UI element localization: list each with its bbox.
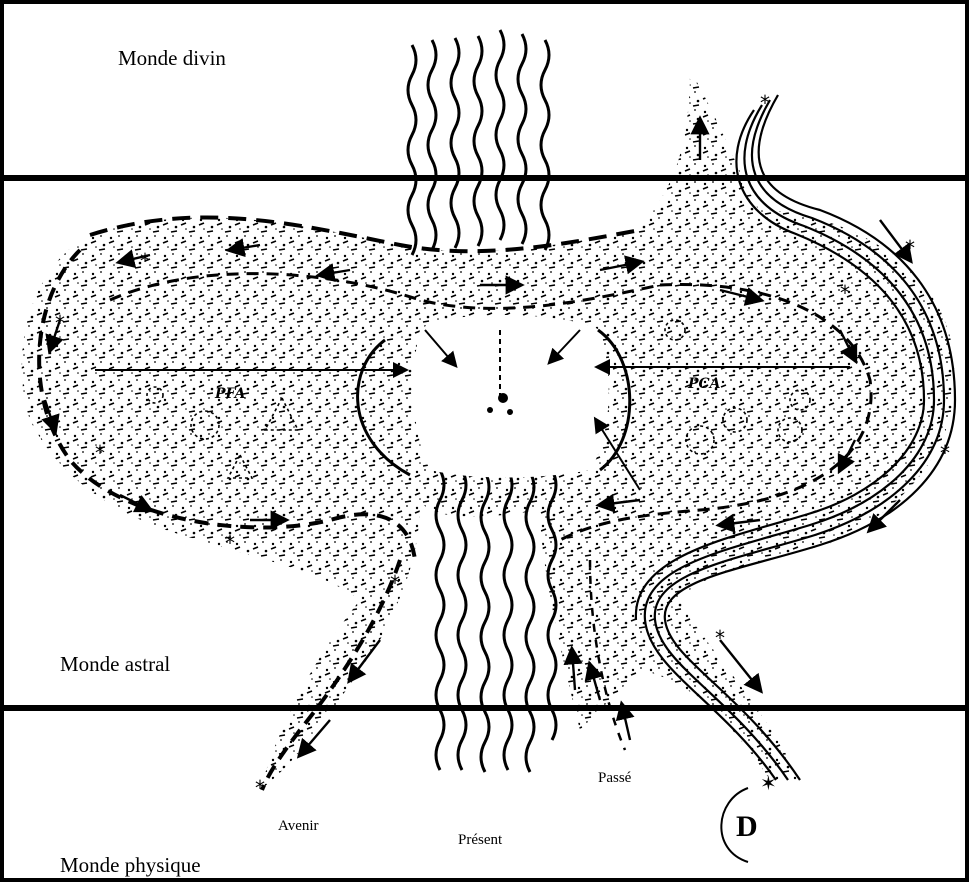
present-column-top xyxy=(408,30,549,255)
svg-text:*: * xyxy=(760,91,770,115)
central-pocket xyxy=(413,315,608,478)
svg-text:*: * xyxy=(225,531,235,555)
label-avenir: Avenir xyxy=(278,818,319,835)
label-present: Présent xyxy=(458,832,502,849)
label-passe: Passé xyxy=(598,770,631,787)
svg-text:*: * xyxy=(95,441,105,465)
svg-text:*: * xyxy=(905,236,915,260)
signature-letter: D xyxy=(736,810,758,844)
svg-text:*: * xyxy=(715,626,725,650)
svg-text:*: * xyxy=(140,249,150,273)
label-monde-astral: Monde astral xyxy=(60,652,170,677)
label-monde-physique: Monde physique xyxy=(60,853,201,878)
svg-text:*: * xyxy=(940,441,950,465)
center-dot xyxy=(498,393,508,403)
svg-text:*: * xyxy=(390,571,400,595)
svg-text:*: * xyxy=(840,281,850,305)
label-monde-divin: Monde divin xyxy=(118,46,226,71)
svg-text:✶: ✶ xyxy=(760,771,777,795)
svg-text:*: * xyxy=(55,311,65,335)
label-pca: PCA xyxy=(688,376,721,392)
label-pfa: PFA xyxy=(215,386,246,402)
svg-text:*: * xyxy=(255,776,265,800)
